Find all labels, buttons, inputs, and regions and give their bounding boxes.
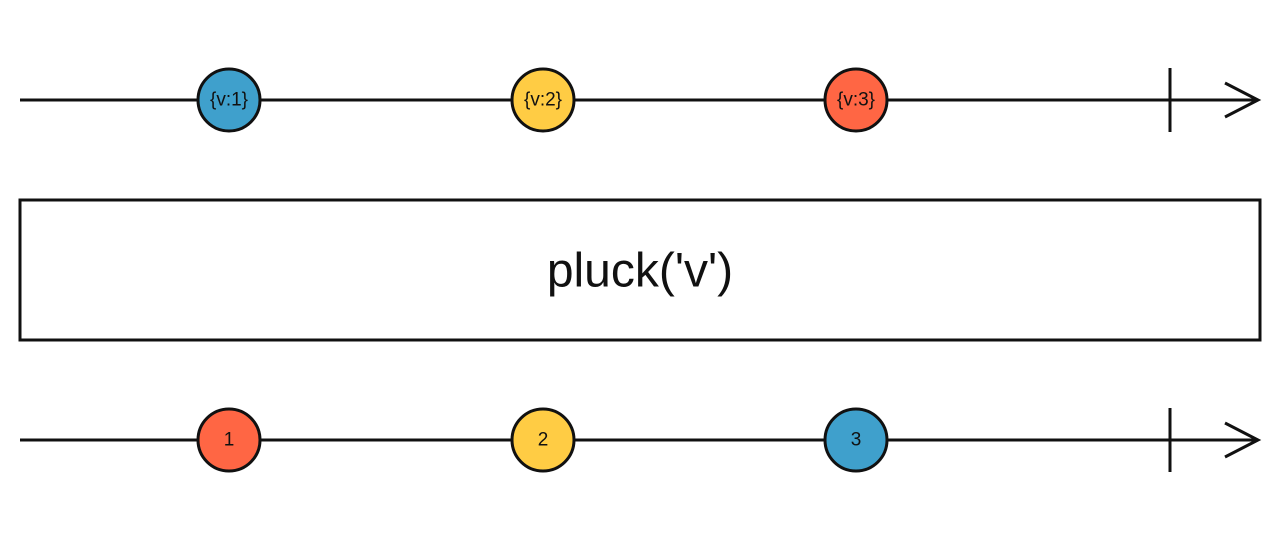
operator: pluck('v')	[18, 198, 1262, 342]
input-marble-label: {v:2}	[524, 90, 562, 111]
output-marble-circle	[196, 407, 262, 473]
output-marble-circle	[823, 407, 889, 473]
operator-box	[18, 198, 1262, 342]
input-marble: {v:3}	[823, 67, 889, 133]
input-marble-circle	[823, 67, 889, 133]
output-arrowhead-icon	[1224, 421, 1262, 459]
input-marble-label: {v:1}	[210, 90, 248, 111]
input-marble: {v:1}	[196, 67, 262, 133]
output-marble-label: 3	[851, 430, 862, 451]
output-marble-label: 2	[538, 430, 549, 451]
input-marble: {v:2}	[510, 67, 576, 133]
input-marble-circle	[196, 67, 262, 133]
input-marble-label: {v:3}	[837, 90, 875, 111]
input-arrowhead-icon	[1224, 81, 1262, 119]
output-marble: 3	[823, 407, 889, 473]
output-marble: 2	[510, 407, 576, 473]
input-stream: {v:1} {v:2} {v:3}	[20, 67, 1262, 133]
output-marble-label: 1	[224, 430, 235, 451]
operator-label: pluck('v')	[547, 245, 733, 298]
output-marble: 1	[196, 407, 262, 473]
input-marble-circle	[510, 67, 576, 133]
output-marble-circle	[510, 407, 576, 473]
output-stream: 1 2 3	[20, 407, 1262, 473]
